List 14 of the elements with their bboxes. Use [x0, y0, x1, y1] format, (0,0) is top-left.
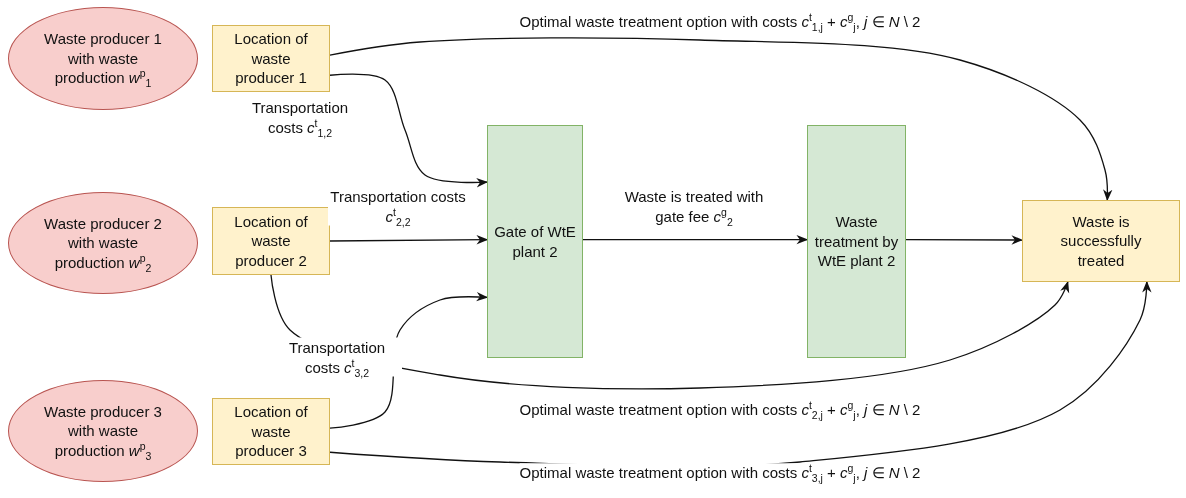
plant-gate-box: Gate of WtE plant 2	[487, 125, 583, 358]
location-box: Location of waste producer 3	[212, 398, 330, 465]
location-box: Location of waste producer 1	[212, 25, 330, 92]
arrow	[329, 235, 489, 245]
arrow	[329, 73, 489, 188]
arrow	[329, 37, 1113, 202]
edge-label: Optimal waste treatment option with costs c$^{t}$$_{3,j}$ + c$^{g}$$_{j}$, j ∈ N \ 2	[519, 463, 921, 483]
location-box: Location of waste producer 2	[212, 207, 330, 275]
treatment-box: Waste treatment by WtE plant 2	[807, 125, 906, 358]
result-box: Waste is successfully treated	[1022, 200, 1180, 282]
edge-label: Optimal waste treatment option with costs c$^{t}$$_{2,j}$ + c$^{g}$$_{j}$, j ∈ N \ 2	[519, 400, 921, 420]
edge-label: Optimal waste treatment option with costs c$^{t}$$_{1,j}$ + c$^{g}$$_{j}$, j ∈ N \ 2	[519, 12, 921, 32]
arrow	[905, 235, 1024, 245]
arrow	[582, 234, 809, 245]
